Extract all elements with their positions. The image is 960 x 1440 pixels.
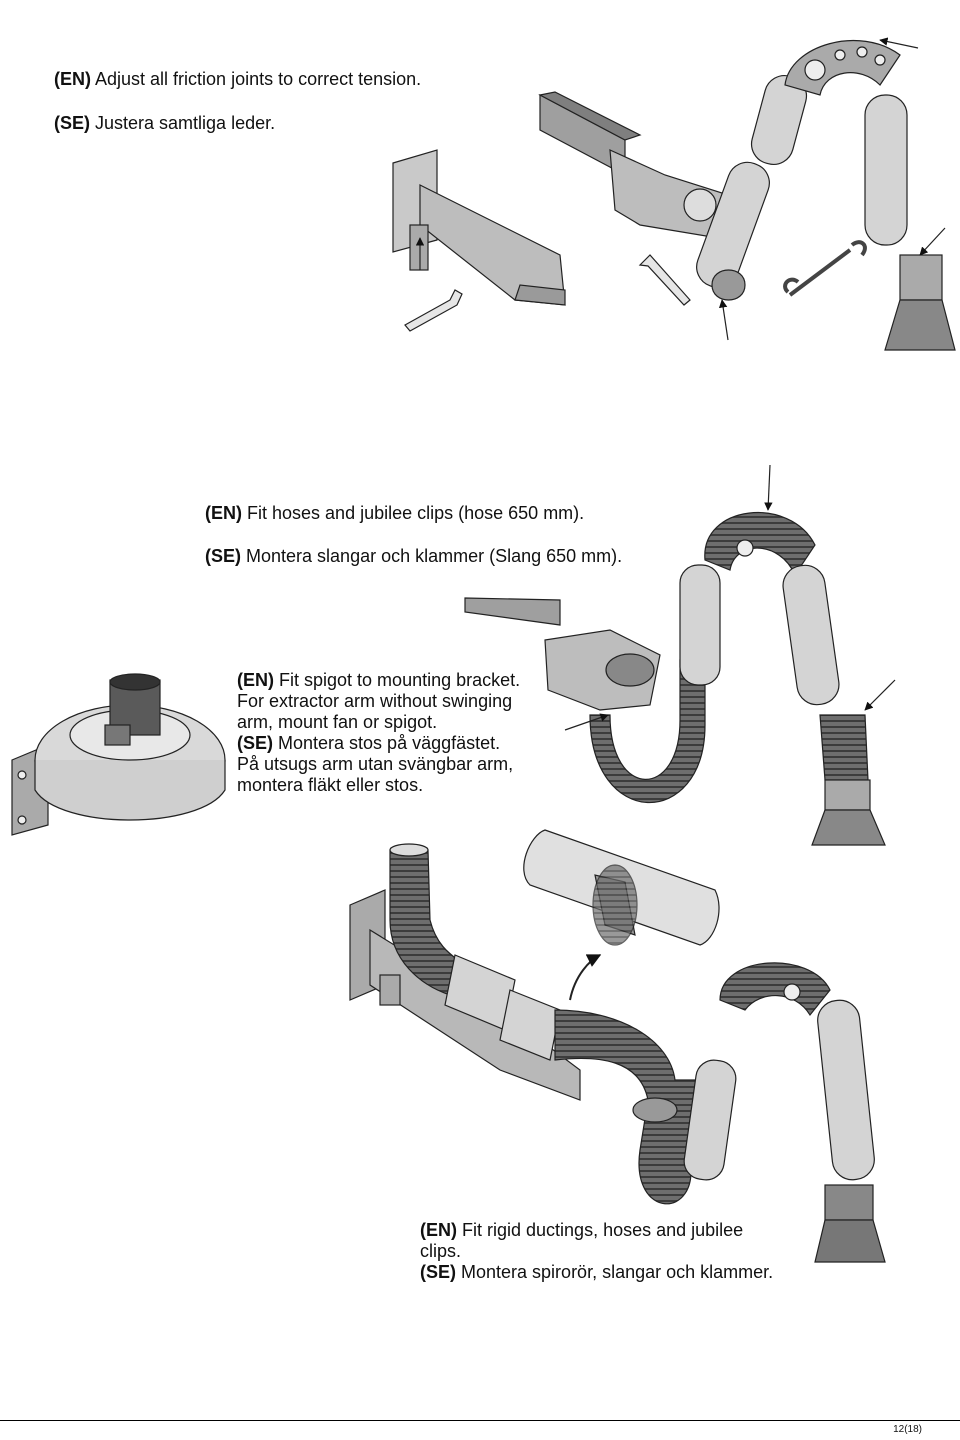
lang-tag-en: (EN) xyxy=(237,670,274,690)
arm-tube xyxy=(683,1059,737,1181)
instruction-3-se-line2: På utsugs arm utan svängbar arm, xyxy=(237,754,514,774)
hose-joint-top xyxy=(719,962,831,1017)
spigot xyxy=(632,1097,678,1123)
arm-tube xyxy=(679,564,721,686)
lang-tag-se: (SE) xyxy=(420,1262,456,1282)
friction-joint-top xyxy=(784,40,901,96)
extraction-hood xyxy=(884,299,956,351)
spigot xyxy=(605,653,655,687)
arm-tube-right xyxy=(864,94,908,246)
hood-collar xyxy=(899,254,943,301)
lang-tag-en: (EN) xyxy=(54,69,91,89)
hood-collar xyxy=(824,779,871,811)
allen-key-icon xyxy=(638,254,691,306)
flex-hose-right xyxy=(819,714,869,781)
instruction-4-en-line2: clips. xyxy=(420,1241,462,1261)
instruction-3: (EN) Fit spigot to mounting bracket. For… xyxy=(237,670,520,796)
lang-tag-en: (EN) xyxy=(420,1220,457,1240)
extraction-hood xyxy=(811,809,886,846)
footer-rule xyxy=(0,1420,960,1421)
swing-arm-rail xyxy=(464,597,561,626)
instruction-4-en-line1: (EN) Fit rigid ductings, hoses and jubil… xyxy=(420,1220,744,1240)
spanner-icon xyxy=(783,240,867,297)
arm-tube xyxy=(817,999,875,1181)
lang-tag-en: (EN) xyxy=(205,503,242,523)
instruction-3-en-line2: For extractor arm without swinging xyxy=(237,691,513,711)
figure-friction-joints xyxy=(392,37,956,351)
instruction-3-en-line1: (EN) Fit spigot to mounting bracket. xyxy=(237,670,521,690)
lang-tag-se: (SE) xyxy=(54,113,90,133)
flex-hose-loop xyxy=(554,1009,701,1205)
figure-fan-bracket xyxy=(11,673,226,836)
arm-tube xyxy=(782,564,840,706)
instruction-3-en-line3: arm, mount fan or spigot. xyxy=(237,712,438,732)
page-number: 12(18) xyxy=(893,1424,922,1435)
instruction-1-en: (EN) Adjust all friction joints to corre… xyxy=(54,69,422,89)
instruction-4: (EN) Fit rigid ductings, hoses and jubil… xyxy=(420,1220,773,1283)
instruction-3-se-line3: montera fläkt eller stos. xyxy=(237,775,424,795)
hood-collar xyxy=(824,1184,874,1221)
swing-plate xyxy=(544,629,661,711)
instruction-3-se-line1: (SE) Montera stos på väggfästet. xyxy=(237,733,501,753)
instruction-4-se: (SE) Montera spirorör, slangar och klamm… xyxy=(420,1262,774,1282)
arm-tube-lower xyxy=(696,161,770,289)
extraction-hood xyxy=(814,1219,886,1263)
figure-rigid-ductings xyxy=(349,829,886,1263)
lang-tag-se: (SE) xyxy=(237,733,273,753)
instruction-2-en: (EN) Fit hoses and jubilee clips (hose 6… xyxy=(205,503,585,523)
bracket-hook xyxy=(379,974,401,1006)
figure-hoses-clips xyxy=(464,464,896,846)
rigid-duct xyxy=(499,989,561,1061)
allen-key-icon xyxy=(404,289,463,332)
instruction-2-se: (SE) Montera slangar och klammer (Slang … xyxy=(205,546,623,566)
flex-hose-lower xyxy=(589,659,706,804)
instruction-1-se: (SE) Justera samtliga leder. xyxy=(54,113,276,133)
lang-tag-se: (SE) xyxy=(205,546,241,566)
bracket-hook xyxy=(409,224,429,271)
